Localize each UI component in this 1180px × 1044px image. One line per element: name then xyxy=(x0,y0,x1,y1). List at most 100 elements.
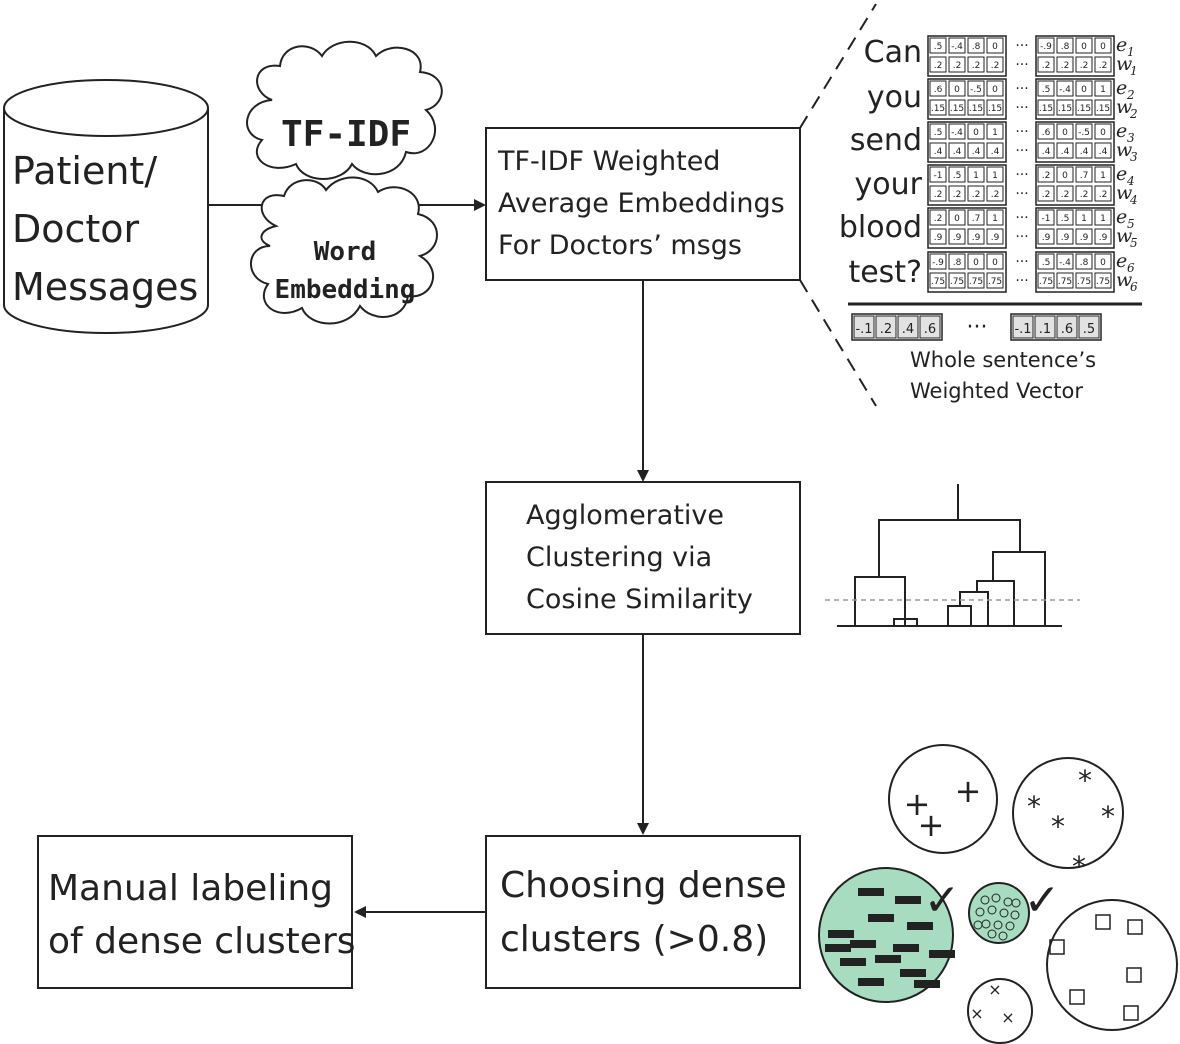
sentence-word: send xyxy=(850,123,922,158)
weighted-line-3: For Doctors’ msgs xyxy=(498,230,742,261)
result-cell xyxy=(853,315,875,339)
embedding-value: .5 xyxy=(1061,214,1070,224)
embedding-cell xyxy=(967,253,985,270)
embedding-cell xyxy=(929,166,947,183)
weight-subscript: 4 xyxy=(1129,193,1138,207)
weight-cell xyxy=(1075,185,1093,202)
result-block xyxy=(851,313,943,341)
weight-value: .2 xyxy=(1042,61,1051,71)
embedding-cell xyxy=(948,209,966,226)
sentence-word: test? xyxy=(848,255,922,290)
embedding-value: 0 xyxy=(1100,128,1106,138)
result-value: .5 xyxy=(1083,322,1095,337)
weight-value: .2 xyxy=(972,61,981,71)
embedding-value: .7 xyxy=(972,214,981,224)
weight-cell xyxy=(986,56,1004,73)
embedding-cell xyxy=(1094,37,1112,54)
embedding-value: .5 xyxy=(1042,85,1051,95)
weight-value: .4 xyxy=(1042,147,1051,157)
result-value: -.1 xyxy=(1014,322,1031,337)
embedding-value: 0 xyxy=(1081,85,1087,95)
square-point xyxy=(1127,919,1143,935)
weight-cell xyxy=(948,185,966,202)
weight-cell xyxy=(1075,142,1093,159)
weighted-line-1: TF-IDF Weighted xyxy=(497,146,720,177)
embedding-value: 0 xyxy=(1081,42,1087,52)
embedding-cell xyxy=(1094,166,1112,183)
clustering-line-2: Clustering via xyxy=(526,542,712,573)
embedding-cell xyxy=(1075,166,1093,183)
weight-cell xyxy=(929,185,947,202)
weight-value: .2 xyxy=(934,61,943,71)
embedding-value: 0 xyxy=(1062,171,1068,181)
weight-value: .2 xyxy=(1061,61,1070,71)
embedding-cell xyxy=(1094,80,1112,97)
embedding-cell xyxy=(1037,80,1055,97)
embedding-value: 0 xyxy=(954,214,960,224)
embedding-cell xyxy=(1056,166,1074,183)
embedding-block xyxy=(927,207,1007,249)
result-cell xyxy=(1078,315,1100,339)
result-caption-1: Whole sentence’s xyxy=(910,348,1096,372)
embedding-cell xyxy=(1075,123,1093,140)
weight-cell xyxy=(929,56,947,73)
weight-cell xyxy=(1094,228,1112,245)
embedding-block xyxy=(927,78,1007,120)
embedding-cell xyxy=(1056,37,1074,54)
ellipsis: ··· xyxy=(1015,38,1028,54)
embedding-block xyxy=(927,121,1007,163)
weight-symbol: w xyxy=(1116,139,1132,161)
weight-value: .15 xyxy=(1096,104,1110,114)
embedding-value: .8 xyxy=(1080,258,1089,268)
weight-value: .4 xyxy=(991,147,1000,157)
weight-cell xyxy=(948,56,966,73)
embedding-cell xyxy=(1094,253,1112,270)
manual-line-2: of dense clusters xyxy=(48,921,356,962)
ellipsis: ··· xyxy=(1015,57,1028,73)
embedding-value: -.9 xyxy=(1040,42,1052,52)
dense-point xyxy=(858,978,884,986)
embedding-cell xyxy=(948,253,966,270)
embedding-cell xyxy=(967,37,985,54)
ellipsis: ··· xyxy=(1015,143,1028,159)
weight-value: .75 xyxy=(1058,277,1072,287)
embedding-cell xyxy=(948,80,966,97)
embedding-cell xyxy=(948,123,966,140)
weight-value: .2 xyxy=(991,190,1000,200)
embedding-cell xyxy=(1056,253,1074,270)
embedding-symbol: e xyxy=(1116,163,1127,185)
embedding-value: 1 xyxy=(992,171,998,181)
messages-database: Patient/ Doctor Messages xyxy=(3,79,209,334)
dense-point xyxy=(999,908,1009,918)
embedding-label-2: Embedding xyxy=(275,275,416,305)
ellipsis: ··· xyxy=(1015,100,1028,116)
weight-subscript: 2 xyxy=(1129,107,1138,121)
weight-value: .2 xyxy=(934,190,943,200)
embedding-cell xyxy=(986,37,1004,54)
embedding-cell xyxy=(929,80,947,97)
weight-cell xyxy=(986,142,1004,159)
result-caption-2: Weighted Vector xyxy=(910,379,1083,403)
result-value: -.1 xyxy=(855,322,872,337)
weight-cell xyxy=(1094,56,1112,73)
weight-cell xyxy=(1056,272,1074,289)
sentence-word: blood xyxy=(839,210,922,245)
embedding-value: 1 xyxy=(1100,214,1106,224)
weight-value: .2 xyxy=(972,190,981,200)
result-value: .6 xyxy=(924,322,936,337)
embedding-value: 1 xyxy=(1100,171,1106,181)
weight-subscript: 1 xyxy=(1130,64,1138,78)
clustering-line-3: Cosine Similarity xyxy=(526,584,753,615)
dense-point xyxy=(907,922,933,930)
weight-cell xyxy=(948,228,966,245)
embedding-cell xyxy=(986,166,1004,183)
embedding-cell xyxy=(1037,209,1055,226)
dense-point xyxy=(975,907,985,917)
weight-cell xyxy=(1056,56,1074,73)
embedding-value: .5 xyxy=(934,42,943,52)
embedding-value: 0 xyxy=(1100,42,1106,52)
result-value: .1 xyxy=(1039,322,1051,337)
embedding-cell xyxy=(986,253,1004,270)
